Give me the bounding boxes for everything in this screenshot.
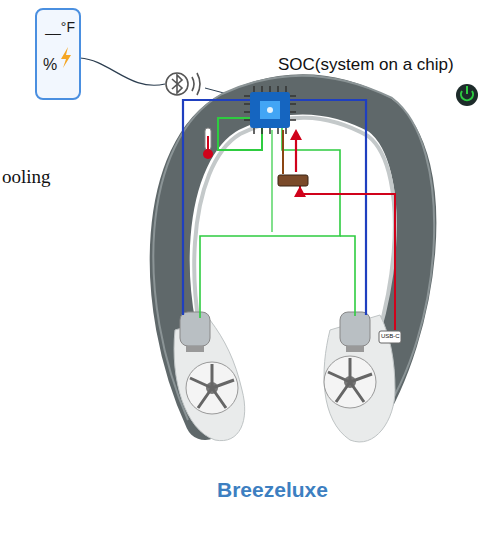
green-wire — [340, 236, 355, 316]
arrow-head — [294, 186, 306, 197]
left-pod — [174, 312, 245, 441]
arrow-head — [290, 129, 302, 140]
soc-chip — [244, 86, 296, 134]
battery-wire — [282, 130, 284, 174]
lightning-icon — [61, 47, 71, 68]
thermometer-icon — [203, 128, 213, 159]
green-wire — [200, 128, 340, 318]
green-wire — [271, 130, 272, 232]
phone-outline: __°F% — [35, 8, 81, 100]
caption: Breezeluxe — [217, 478, 328, 502]
wireless-link — [80, 58, 165, 85]
power-button — [456, 84, 478, 106]
port-label: USB-C — [381, 333, 400, 339]
right-pod — [324, 312, 401, 442]
battery-percent: % — [43, 56, 57, 74]
temperature-reading: __°F — [45, 19, 75, 35]
phone-body — [36, 9, 80, 99]
blue-wire — [288, 100, 366, 315]
battery — [278, 175, 308, 186]
soc-label: SOC(system on a chip) — [278, 55, 454, 75]
bluetooth-icon — [166, 73, 200, 95]
cut-text: ooling — [2, 166, 51, 188]
red-wire — [300, 186, 395, 330]
